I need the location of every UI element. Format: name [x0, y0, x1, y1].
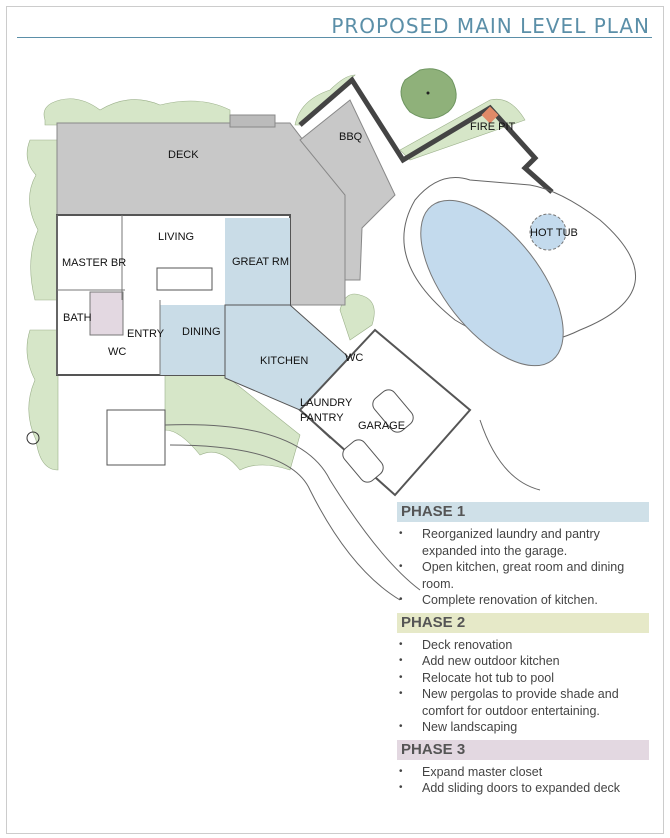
- list-item: New landscaping: [397, 719, 649, 736]
- phase-2-list: Deck renovation Add new outdoor kitchen …: [397, 637, 649, 736]
- title-rule: [17, 37, 652, 38]
- interior-walls: [56, 215, 161, 375]
- list-item: Relocate hot tub to pool: [397, 670, 649, 687]
- label-hot-tub: HOT TUB: [530, 227, 578, 239]
- label-great-rm: GREAT RM: [232, 256, 289, 268]
- label-master-br: MASTER BR: [62, 257, 126, 269]
- label-living: LIVING: [158, 231, 194, 243]
- path-line: [479, 419, 541, 491]
- list-item: Deck renovation: [397, 637, 649, 654]
- stairs: [156, 267, 213, 291]
- north-arrow-icon: [26, 431, 40, 445]
- phase-1-header: PHASE 1: [397, 502, 649, 522]
- phase-2-header: PHASE 2: [397, 612, 649, 633]
- label-fire-pit: FIRE PIT: [470, 121, 516, 133]
- label-wc: WC: [108, 346, 126, 358]
- fire-pit-icon: [481, 106, 499, 124]
- list-item: Reorganized laundry and pantry expanded …: [397, 526, 649, 559]
- label-bath: BATH: [63, 312, 92, 324]
- car-icon: [342, 439, 384, 483]
- deck-steps: [229, 114, 276, 128]
- car-icon: [372, 389, 414, 433]
- label-garage: GARAGE: [358, 420, 405, 432]
- label-bbq: BBQ: [339, 131, 363, 143]
- phase-legend: PHASE 1 Reorganized laundry and pantry e…: [397, 502, 649, 799]
- phase-3-list: Expand master closet Add sliding doors t…: [397, 764, 649, 797]
- list-item: Add new outdoor kitchen: [397, 653, 649, 670]
- great-room-area: [225, 218, 290, 305]
- label-kitchen: KITCHEN: [260, 355, 308, 367]
- page-frame: [6, 6, 664, 834]
- list-item: Complete renovation of kitchen.: [397, 592, 649, 609]
- page-title: PROPOSED MAIN LEVEL PLAN: [331, 14, 650, 38]
- driveway: [164, 424, 421, 601]
- hot-tub: [529, 213, 567, 251]
- list-item: New pergolas to provide shade and comfor…: [397, 686, 649, 719]
- phase-3-header: PHASE 3: [397, 739, 649, 760]
- label-dining: DINING: [182, 326, 221, 338]
- master-closet: [89, 291, 124, 336]
- tree-trunk: [426, 91, 430, 95]
- dining-area: [160, 305, 225, 375]
- list-item: Open kitchen, great room and dining room…: [397, 559, 649, 592]
- walkway-pad: [106, 409, 166, 466]
- label-wc: WC: [345, 352, 363, 364]
- phase-1-list: Reorganized laundry and pantry expanded …: [397, 526, 649, 609]
- list-item: Expand master closet: [397, 764, 649, 781]
- label-deck: DECK: [168, 149, 199, 161]
- label-laundry: LAUNDRY: [300, 397, 353, 409]
- label-pantry: PANTRY: [300, 412, 344, 424]
- bbq-area: [299, 99, 396, 281]
- list-item: Add sliding doors to expanded deck: [397, 780, 649, 797]
- pool: [420, 199, 564, 367]
- label-entry: ENTRY: [127, 328, 165, 340]
